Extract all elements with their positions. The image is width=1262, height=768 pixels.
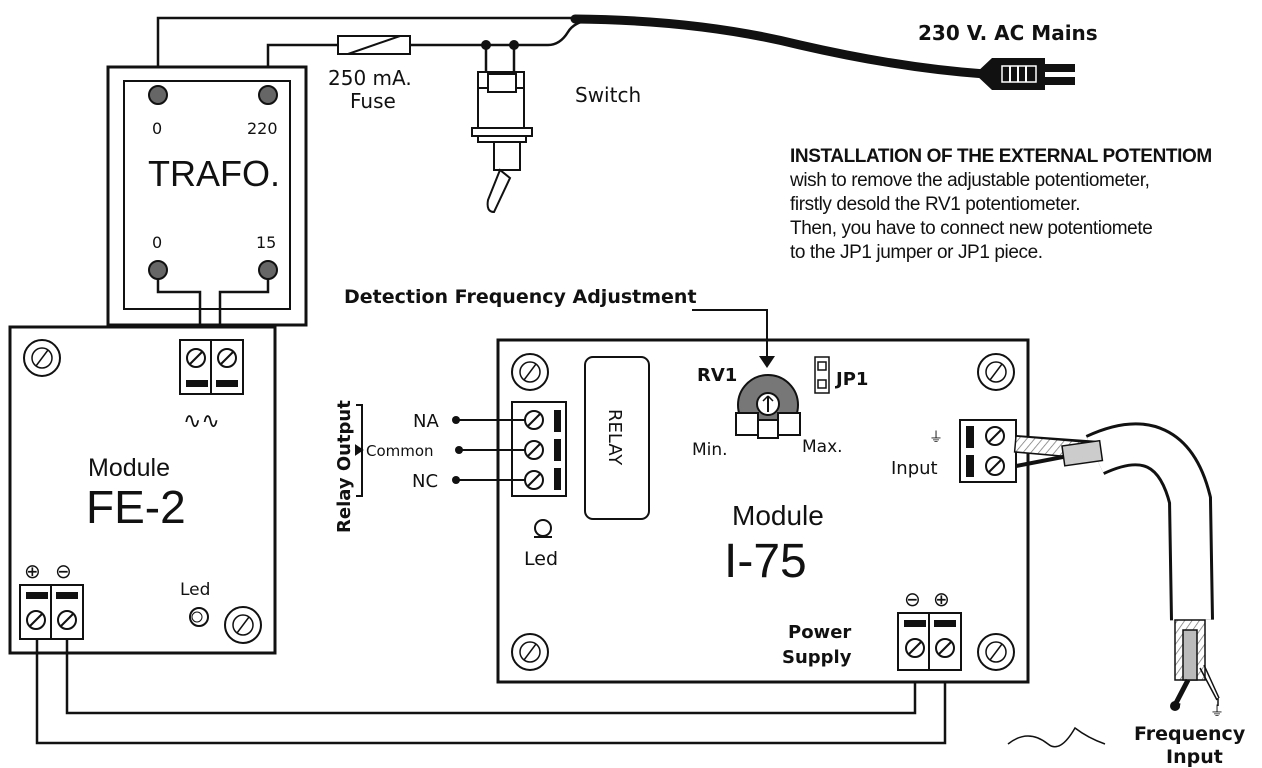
jp1-label: JP1 xyxy=(834,369,868,390)
input-label: Input xyxy=(891,458,938,479)
installation-note-line: Then, you have to connect new potentiome… xyxy=(790,218,1153,239)
mounting-hole-icon xyxy=(511,633,549,671)
relay-label: RELAY xyxy=(604,409,625,466)
mounting-hole-icon xyxy=(977,353,1015,391)
fuse-label: Fuse xyxy=(350,89,396,113)
switch-label: Switch xyxy=(575,83,641,107)
fe2-plus-symbol: ⊕ xyxy=(24,559,41,583)
power-label-line2: Supply xyxy=(782,647,852,668)
power-supply-wires xyxy=(35,639,947,745)
input-terminal-block xyxy=(959,419,1017,483)
installation-note-heading: INSTALLATION OF THE EXTERNAL POTENTIOM xyxy=(790,146,1212,167)
pot-min-label: Min. xyxy=(692,440,728,460)
installation-note: INSTALLATION OF THE EXTERNAL POTENTIOM w… xyxy=(790,145,1262,265)
relay-na-label: NA xyxy=(413,411,439,432)
power-terminal-block xyxy=(897,612,962,671)
wire-node-nc xyxy=(452,476,460,484)
fe2-minus-symbol: ⊖ xyxy=(55,559,72,583)
jumper-jp1-icon xyxy=(814,356,830,394)
fe2-module xyxy=(8,325,277,655)
switch-node-right xyxy=(509,40,519,50)
fe2-module-label: Module xyxy=(88,454,170,482)
coax-cable xyxy=(1013,422,1220,709)
trafo-terminal-icon xyxy=(148,260,168,280)
fe2-ac-terminal-block xyxy=(179,339,244,395)
ground-icon-cable: ⏚ xyxy=(1210,704,1224,720)
toggle-switch-icon xyxy=(471,71,533,214)
relay-component xyxy=(584,356,650,520)
trafo-terminal-label: 0 xyxy=(152,233,162,252)
wire-node-na xyxy=(452,416,460,424)
i75-led-icon xyxy=(534,519,552,538)
mounting-hole-icon xyxy=(511,353,549,391)
frequency-input-line2: Input xyxy=(1166,746,1223,768)
wire-node-common xyxy=(455,446,463,454)
trafo-terminal-icon xyxy=(148,85,168,105)
pot-max-label: Max. xyxy=(802,437,843,457)
fe2-ac-symbols: ∿∿ xyxy=(183,409,220,434)
trafo-terminal-label: 220 xyxy=(247,119,278,138)
trafo-terminal-icon xyxy=(258,85,278,105)
signal-node xyxy=(1170,701,1180,711)
fuse-rating: 250 mA. xyxy=(328,66,412,90)
installation-note-line: firstly desold the RV1 potentiometer. xyxy=(790,194,1081,215)
plug-icon xyxy=(975,58,1075,90)
mounting-hole-icon xyxy=(977,633,1015,671)
adjustment-arrow xyxy=(692,309,775,368)
fuse-icon xyxy=(337,35,411,55)
installation-note-line: to the JP1 jumper or JP1 piece. xyxy=(790,242,1043,263)
i75-module-name: I-75 xyxy=(724,535,807,588)
relay-output-wires xyxy=(355,404,525,497)
power-label-line1: Power xyxy=(788,622,851,643)
i75-plus-symbol: ⊕ xyxy=(933,587,950,611)
potentiometer-rv1-icon xyxy=(735,374,801,439)
mains-cable xyxy=(570,14,990,79)
relay-common-label: Common xyxy=(366,442,434,460)
relay-nc-label: NC xyxy=(412,471,438,492)
trafo-title: TRAFO. xyxy=(148,153,280,194)
fe2-dc-terminal-block xyxy=(19,584,84,640)
fe2-module-name: FE-2 xyxy=(86,481,186,533)
ground-icon: ⏚ xyxy=(929,430,943,446)
trafo-terminal-label: 0 xyxy=(152,119,162,138)
signal-wave-icon xyxy=(1007,726,1106,748)
fe2-led-label: Led xyxy=(180,580,210,600)
fe2-led-icon xyxy=(189,607,209,627)
installation-note-line: wish to remove the adjustable potentiome… xyxy=(790,170,1150,191)
trafo-terminal-icon xyxy=(258,260,278,280)
secondary-wires xyxy=(156,279,270,340)
i75-led-label: Led xyxy=(524,548,558,570)
transformer xyxy=(106,65,308,327)
relay-output-label: Relay Output xyxy=(334,400,355,533)
trafo-terminal-label: 15 xyxy=(256,233,276,252)
i75-minus-symbol: ⊖ xyxy=(904,587,921,611)
adjustment-label: Detection Frequency Adjustment xyxy=(344,286,697,308)
i75-module xyxy=(496,338,1030,684)
switch-node-left xyxy=(481,40,491,50)
mains-label: 230 V. AC Mains xyxy=(918,21,1098,45)
i75-module-label: Module xyxy=(732,500,824,531)
rv1-label: RV1 xyxy=(697,365,737,386)
frequency-input-line1: Frequency xyxy=(1134,723,1246,745)
